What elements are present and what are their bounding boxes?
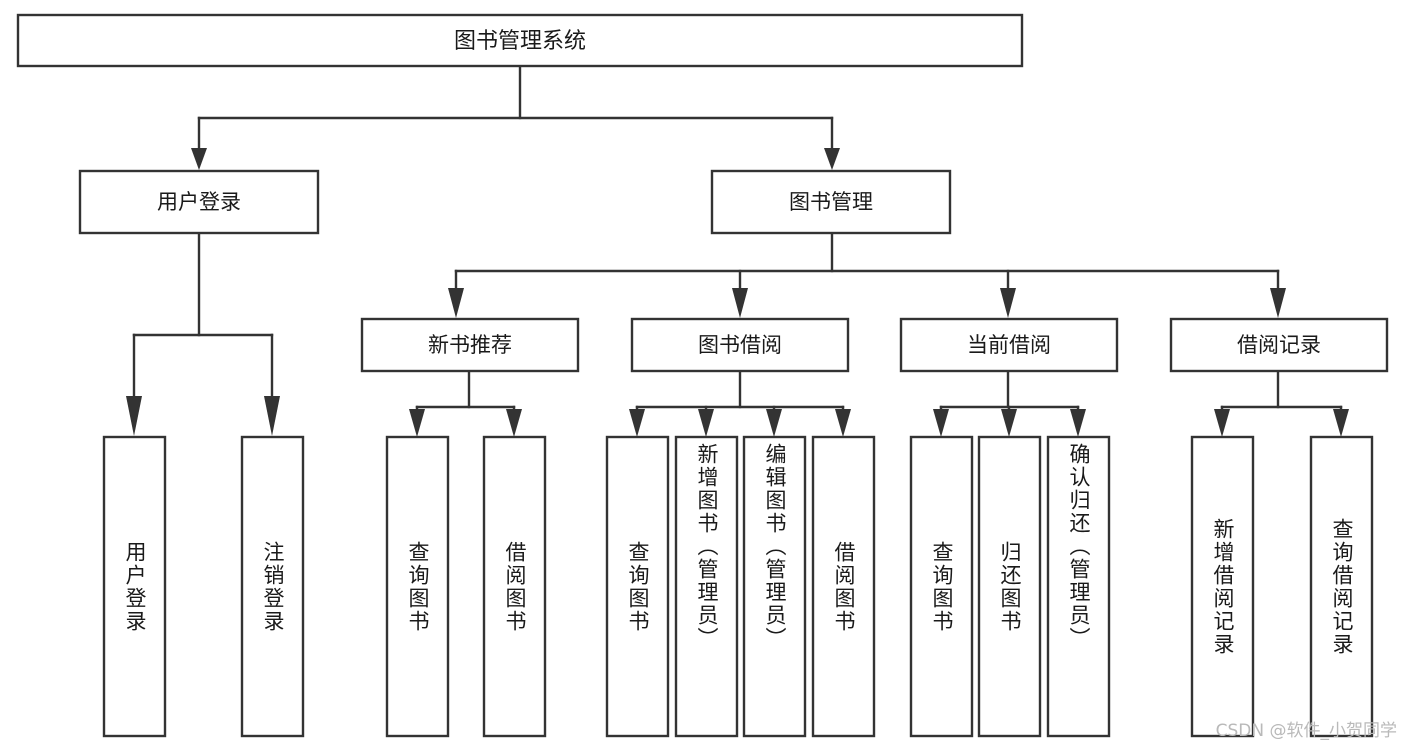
arrowhead-current-borrow [1000,288,1016,318]
arrowhead-leaf-borrow-book-2 [835,409,851,437]
node-book-management-box[interactable] [710,169,952,235]
arrowhead-leaf-add-book [698,409,714,437]
connector-group-user-login [126,231,280,436]
leaf-return-book-box[interactable] [977,435,1042,738]
node-current-borrow-label: 当前借阅 [967,333,1051,357]
node-book-management-label: 图书管理 [789,190,873,214]
arrowhead-leaf-query-book-3 [933,409,949,437]
arrowhead-leaf-add-record [1214,409,1230,437]
arrowhead-new-book-recommend [448,288,464,318]
csdn-watermark: CSDN @软件_小贺同学 [1215,721,1397,741]
node-user-login-label: 用户登录 [157,190,241,214]
arrowhead-user-login [191,148,207,170]
arrowhead-leaf-logout [264,396,280,436]
connector-group-borrow-record [1214,369,1349,437]
leaf-add-record-box[interactable] [1190,435,1255,738]
node-user-login-box[interactable] [78,169,320,235]
arrowhead-leaf-query-book-2 [629,409,645,437]
arrowhead-leaf-edit-book [766,409,782,437]
node-root-label: 图书管理系统 [454,29,586,54]
connector-group-current-borrow [933,369,1086,437]
arrowhead-book-borrow [732,288,748,318]
node-new-book-recommend-box[interactable] [360,317,580,373]
node-root[interactable]: 图书管理系统 [16,13,1024,68]
arrowhead-borrow-record [1270,288,1286,318]
node-current-borrow-box[interactable] [899,317,1119,373]
leaf-query-book-3-box[interactable] [909,435,974,738]
leaf-edit-book-box[interactable] [742,435,807,738]
arrowhead-leaf-return-book [1001,409,1017,437]
node-user-login[interactable]: 用户登录 [78,169,320,235]
arrowhead-leaf-borrow-book-1 [506,409,522,437]
leaf-borrow-book-1-box[interactable] [482,435,547,738]
connector-group-book-management [448,231,1286,318]
arrowhead-book-management [824,148,840,170]
node-borrow-record-label: 借阅记录 [1237,333,1321,357]
leaf-query-book-1-box[interactable] [385,435,450,738]
node-new-book-recommend-label: 新书推荐 [428,333,512,357]
connector-group-new-book-recommend [409,369,522,437]
node-book-borrow-box[interactable] [630,317,850,373]
leaf-query-record-box[interactable] [1309,435,1374,738]
connector-group-root [191,64,840,170]
leaf-add-book-box[interactable] [674,435,739,738]
leaf-borrow-book-2-box[interactable] [811,435,876,738]
node-book-management[interactable]: 图书管理 [710,169,952,235]
leaf-confirm-return-box[interactable] [1046,435,1111,738]
leaf-user-login-box[interactable] [102,435,167,738]
leaf-boxes [102,435,1374,738]
arrowhead-leaf-query-book-1 [409,409,425,437]
node-current-borrow[interactable]: 当前借阅 [899,317,1119,373]
node-root-box[interactable] [16,13,1024,68]
node-borrow-record[interactable]: 借阅记录 [1169,317,1389,373]
arrowhead-leaf-query-record [1333,409,1349,437]
node-book-borrow[interactable]: 图书借阅 [630,317,850,373]
leaf-query-book-2-box[interactable] [605,435,670,738]
connector-group-book-borrow [629,369,851,437]
arrowhead-leaf-confirm-return [1070,409,1086,437]
arrowhead-leaf-user-login [126,396,142,436]
leaf-logout-box[interactable] [240,435,305,738]
node-book-borrow-label: 图书借阅 [698,333,782,357]
node-new-book-recommend[interactable]: 新书推荐 [360,317,580,373]
node-borrow-record-box[interactable] [1169,317,1389,373]
